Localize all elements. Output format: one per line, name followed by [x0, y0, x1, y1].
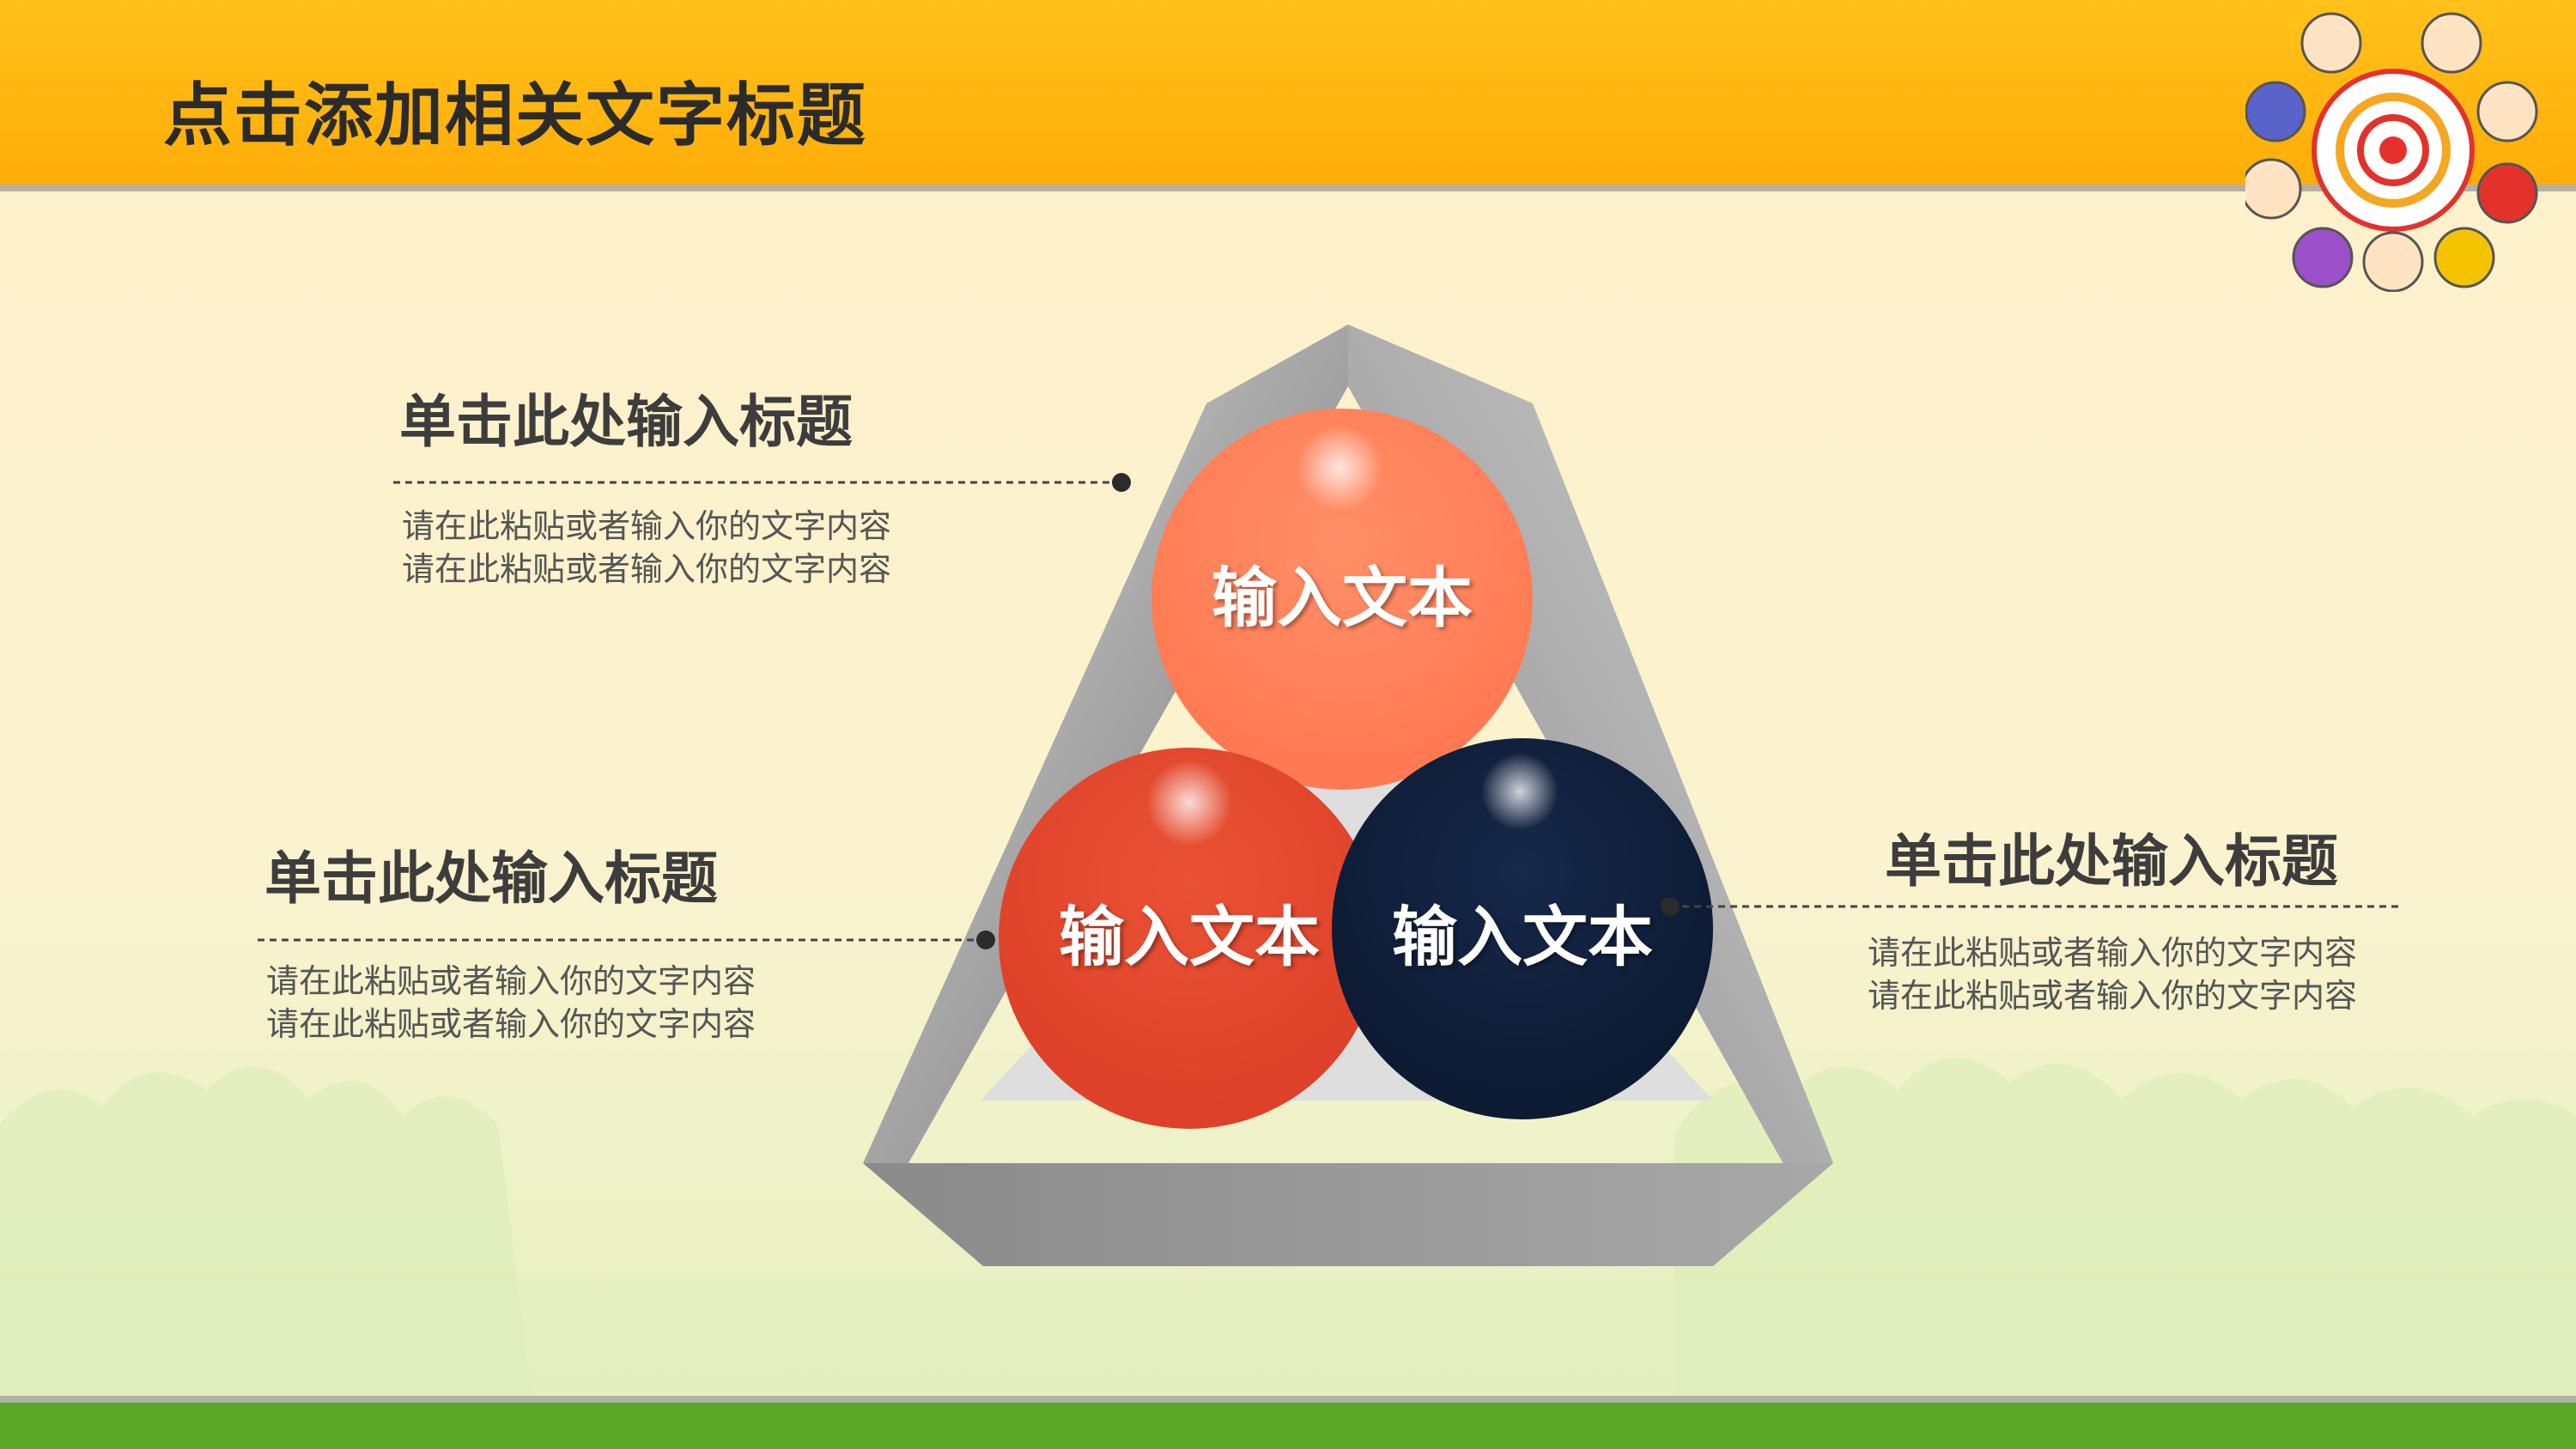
block-2-body[interactable]: 请在此粘贴或者输入你的文字内容 请在此粘贴或者输入你的文字内容 — [266, 960, 756, 1046]
connector-dot-bottom-left — [976, 931, 995, 949]
circle-top-label[interactable]: 输入文本 — [1212, 560, 1473, 636]
block-2-heading[interactable]: 单击此处输入标题 — [264, 846, 718, 912]
block-1-line-2: 请在此粘贴或者输入你的文字内容 — [402, 550, 892, 588]
circle-left-highlight — [1146, 760, 1232, 846]
header-divider — [0, 185, 2576, 191]
block-1-heading[interactable]: 单击此处输入标题 — [399, 389, 853, 455]
footer-divider — [0, 1396, 2576, 1403]
block-2-line-1: 请在此粘贴或者输入你的文字内容 — [266, 962, 756, 1000]
circle-left-label[interactable]: 输入文本 — [1059, 899, 1320, 975]
block-3-body[interactable]: 请在此粘贴或者输入你的文字内容 请在此粘贴或者输入你的文字内容 — [1868, 931, 2357, 1017]
circle-right-highlight — [1481, 753, 1558, 830]
tree-silhouette-decoration — [0, 1058, 2576, 1399]
circle-left — [999, 748, 1380, 1129]
block-3-heading[interactable]: 单击此处输入标题 — [1885, 828, 2338, 894]
footer-band — [0, 1403, 2576, 1449]
slide-title[interactable]: 点击添加相关文字标题 — [163, 76, 867, 155]
block-1-line-1: 请在此粘贴或者输入你的文字内容 — [402, 507, 892, 545]
pinwheel-badge-icon — [2245, 12, 2538, 292]
block-1-body[interactable]: 请在此粘贴或者输入你的文字内容 请在此粘贴或者输入你的文字内容 — [402, 505, 891, 591]
header-band — [0, 0, 2576, 185]
circle-right — [1332, 738, 1713, 1119]
frame-bottom-side — [863, 1163, 1833, 1266]
circle-top-highlight — [1297, 425, 1382, 511]
block-2-line-2: 请在此粘贴或者输入你的文字内容 — [266, 1005, 756, 1043]
circle-right-label[interactable]: 输入文本 — [1392, 899, 1653, 975]
block-3-line-2: 请在此粘贴或者输入你的文字内容 — [1868, 977, 2358, 1015]
circle-top — [1151, 409, 1533, 790]
connector-dot-top-left — [1112, 473, 1131, 492]
connector-dot-right — [1661, 897, 1680, 916]
block-3-line-1: 请在此粘贴或者输入你的文字内容 — [1868, 934, 2358, 972]
